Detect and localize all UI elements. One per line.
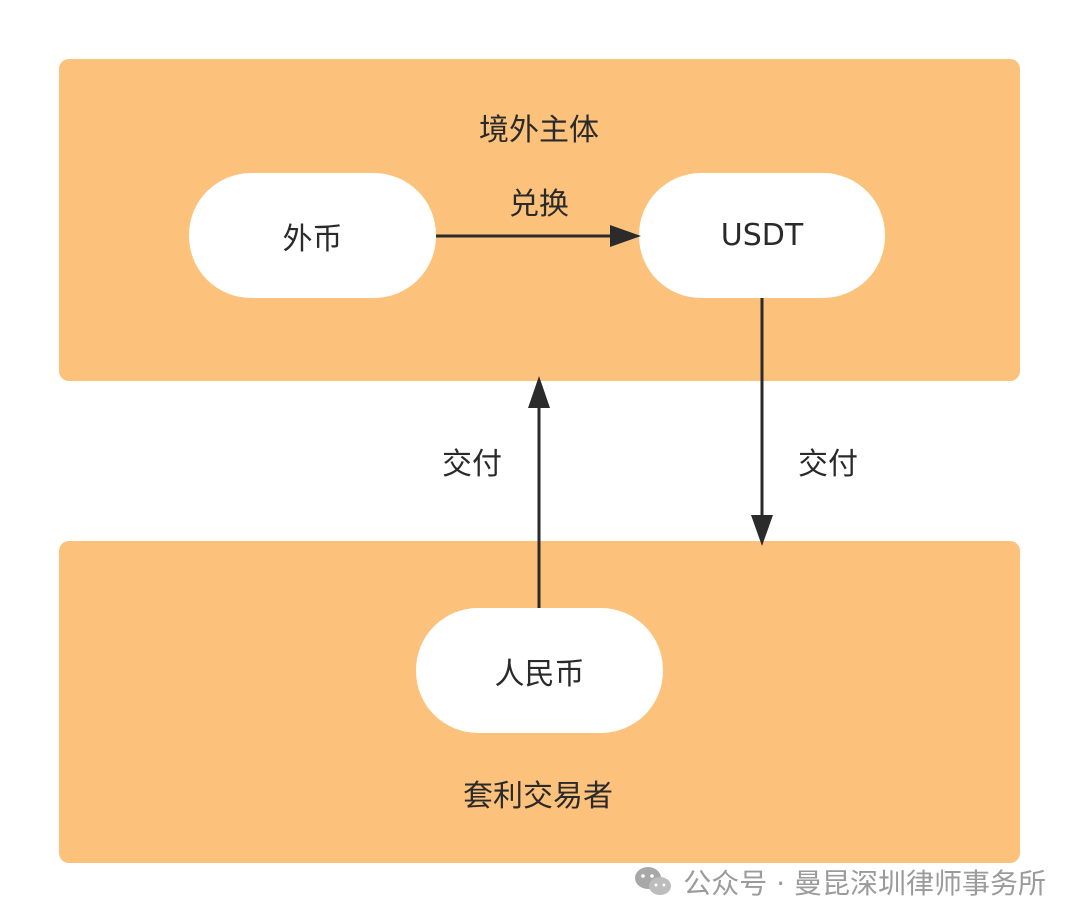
wechat-icon <box>635 867 672 895</box>
edge-label-deliver-up: 交付 <box>442 447 502 482</box>
node-rmb: 人民币 <box>416 608 663 733</box>
watermark: 公众号 · 曼昆深圳律师事务所 <box>633 862 1046 902</box>
node-rmb-label: 人民币 <box>494 656 585 692</box>
node-foreign-currency-label: 外币 <box>282 221 343 257</box>
edge-label-deliver-down: 交付 <box>798 447 858 482</box>
node-foreign-currency: 外币 <box>189 173 436 298</box>
watermark-text: 公众号 · 曼昆深圳律师事务所 <box>683 867 1046 900</box>
node-usdt-label: USDT <box>720 218 804 253</box>
edge-label-exchange: 兑换 <box>509 187 569 222</box>
top-group-label: 境外主体 <box>479 113 599 148</box>
node-usdt: USDT <box>639 173 885 298</box>
bottom-group-label: 套利交易者 <box>463 779 613 814</box>
